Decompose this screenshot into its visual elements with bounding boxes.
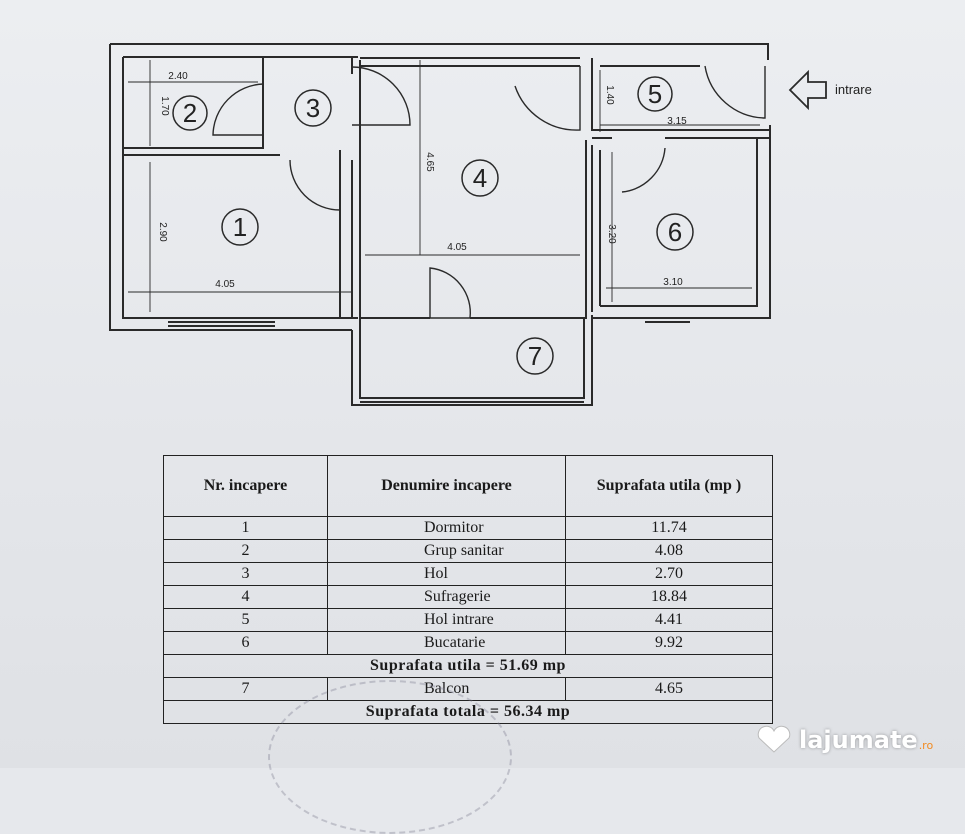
room-name-cell: Hol intrare: [327, 608, 566, 632]
table-row: 6 Bucatarie 9.92: [163, 631, 773, 655]
dim-label: 3.15: [667, 116, 687, 127]
room-number-cell: 7: [163, 677, 328, 701]
room-circle: [294, 89, 332, 127]
room-circle: [516, 337, 554, 375]
room-name-cell: Dormitor: [327, 516, 566, 540]
wall-room5: [591, 58, 770, 139]
room-circle: [172, 95, 208, 131]
table-header-row: Nr. incapere Denumire incapere Suprafata…: [163, 455, 773, 517]
room-name-cell: Hol: [327, 562, 566, 586]
room-number-1: 1: [233, 212, 247, 242]
entry-label: intrare: [835, 82, 872, 97]
room-area-cell: 4.65: [565, 677, 773, 701]
room-number-cell: 6: [163, 631, 328, 655]
wall-room6: [591, 145, 601, 312]
door-room1: [289, 159, 341, 211]
outer-wall-inner: [122, 56, 358, 319]
watermark-tld: .ro: [918, 738, 934, 752]
wall-room3: [339, 57, 353, 318]
room-number-6: 6: [668, 217, 682, 247]
room-area-cell: 4.08: [565, 539, 773, 563]
dim-label: 1.40: [604, 85, 615, 105]
room-number-5: 5: [648, 79, 662, 109]
room-number-cell: 5: [163, 608, 328, 632]
dim-label: 4.05: [447, 242, 467, 253]
header-room-number: Nr. incapere: [163, 455, 328, 517]
floor-plan: 2 3 4 5 1 6 7 2.40 1.70 2.90 4.05 4.65 4…: [109, 43, 872, 406]
site-watermark: lajumate .ro: [755, 723, 933, 757]
dim-line-r5: [599, 70, 760, 132]
room-name-cell: Grup sanitar: [327, 539, 566, 563]
room-number-4: 4: [473, 163, 487, 193]
dim-label: 2.40: [168, 71, 188, 82]
dim-label: 1.70: [159, 96, 170, 116]
dim-line-r1: [128, 162, 352, 312]
window-room6: [645, 317, 690, 323]
room-number-cell: 1: [163, 516, 328, 540]
useful-area-total: Suprafata utila = 51.69 mp: [163, 654, 773, 678]
dim-line-r2: [128, 60, 258, 146]
room-name-cell: Bucatarie: [327, 631, 566, 655]
outer-wall: [109, 43, 769, 406]
table-row: 2 Grup sanitar 4.08: [163, 539, 773, 563]
room-name-cell: Sufragerie: [327, 585, 566, 609]
watermark-name: lajumate: [799, 726, 918, 754]
header-room-name: Denumire incapere: [327, 455, 566, 517]
dim-line-r6: [606, 152, 752, 302]
door-room6: [621, 147, 666, 193]
room-number-cell: 2: [163, 539, 328, 563]
useful-area-total-row: Suprafata utila = 51.69 mp: [163, 654, 773, 678]
table-row: 1 Dormitor 11.74: [163, 516, 773, 540]
entry-arrow: [788, 69, 827, 111]
room-circle: [461, 159, 499, 197]
door-room4: [514, 66, 581, 131]
wall-room2: [123, 57, 280, 156]
dim-label: 4.65: [424, 152, 435, 172]
room-number-cell: 3: [163, 562, 328, 586]
heart-logo-icon: [757, 725, 791, 753]
room-area-cell: 4.41: [565, 608, 773, 632]
header-useful-area: Suprafata utila (mp ): [565, 455, 773, 517]
room-circle: [656, 213, 694, 251]
room-number-cell: 4: [163, 585, 328, 609]
door-entry: [704, 65, 766, 119]
room-area-cell: 9.92: [565, 631, 773, 655]
room-area-cell: 2.70: [565, 562, 773, 586]
dim-label: 2.90: [157, 222, 168, 242]
door-balcony: [429, 267, 472, 319]
door-room2: [212, 83, 264, 136]
room-circle: [637, 76, 673, 112]
table-row: 3 Hol 2.70: [163, 562, 773, 586]
room-area-cell: 11.74: [565, 516, 773, 540]
dim-line-r4: [365, 60, 580, 256]
wall-room4: [359, 57, 587, 319]
room-areas-table: Nr. incapere Denumire incapere Suprafata…: [163, 455, 773, 724]
table-row: 4 Sufragerie 18.84: [163, 585, 773, 609]
door-room3-right: [351, 66, 411, 126]
room-number-7: 7: [528, 341, 542, 371]
balcony-wall: [359, 318, 585, 399]
table-row: 5 Hol intrare 4.41: [163, 608, 773, 632]
official-stamp: [268, 680, 512, 834]
room-circle: [221, 208, 259, 246]
room-number-2: 2: [183, 98, 197, 128]
dim-label: 4.05: [215, 279, 235, 290]
window-room1: [168, 321, 275, 327]
dim-label: 3.20: [606, 224, 617, 244]
room-number-3: 3: [306, 93, 320, 123]
room-area-cell: 18.84: [565, 585, 773, 609]
dim-label: 3.10: [663, 277, 683, 288]
